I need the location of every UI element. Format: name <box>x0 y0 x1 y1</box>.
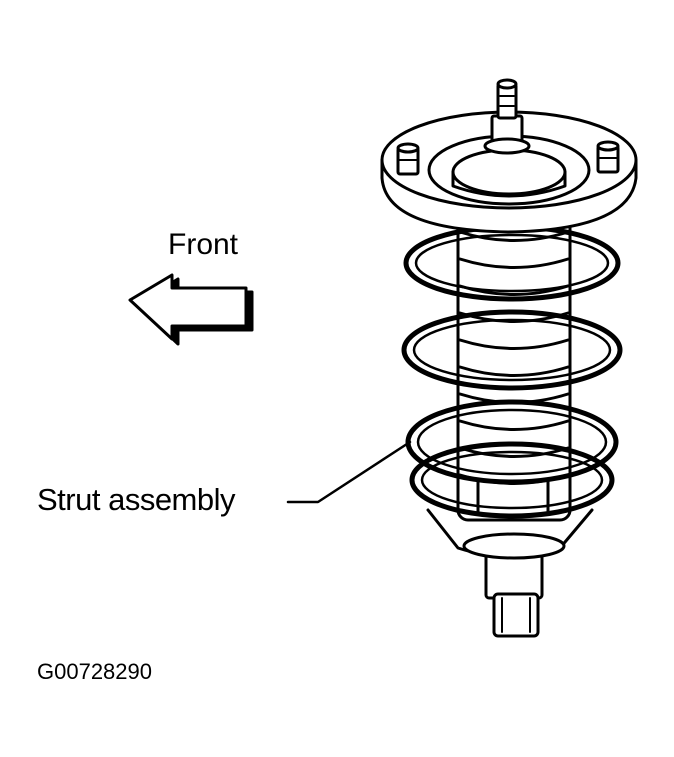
mounting-stud-right <box>596 140 620 174</box>
dust-boot <box>456 178 572 522</box>
shock-lower-body <box>484 546 544 638</box>
leader-line <box>286 440 412 504</box>
upper-mount-plate <box>380 110 638 234</box>
left-arrow-icon <box>128 273 254 346</box>
figure-id: G00728290 <box>37 659 152 684</box>
piston-rod <box>483 78 531 155</box>
front-label: Front <box>168 228 239 261</box>
coil-spring <box>401 224 623 519</box>
strut-assembly-label: Strut assembly <box>37 482 236 517</box>
mounting-stud-left <box>396 142 420 176</box>
lower-spring-seat <box>426 508 594 560</box>
